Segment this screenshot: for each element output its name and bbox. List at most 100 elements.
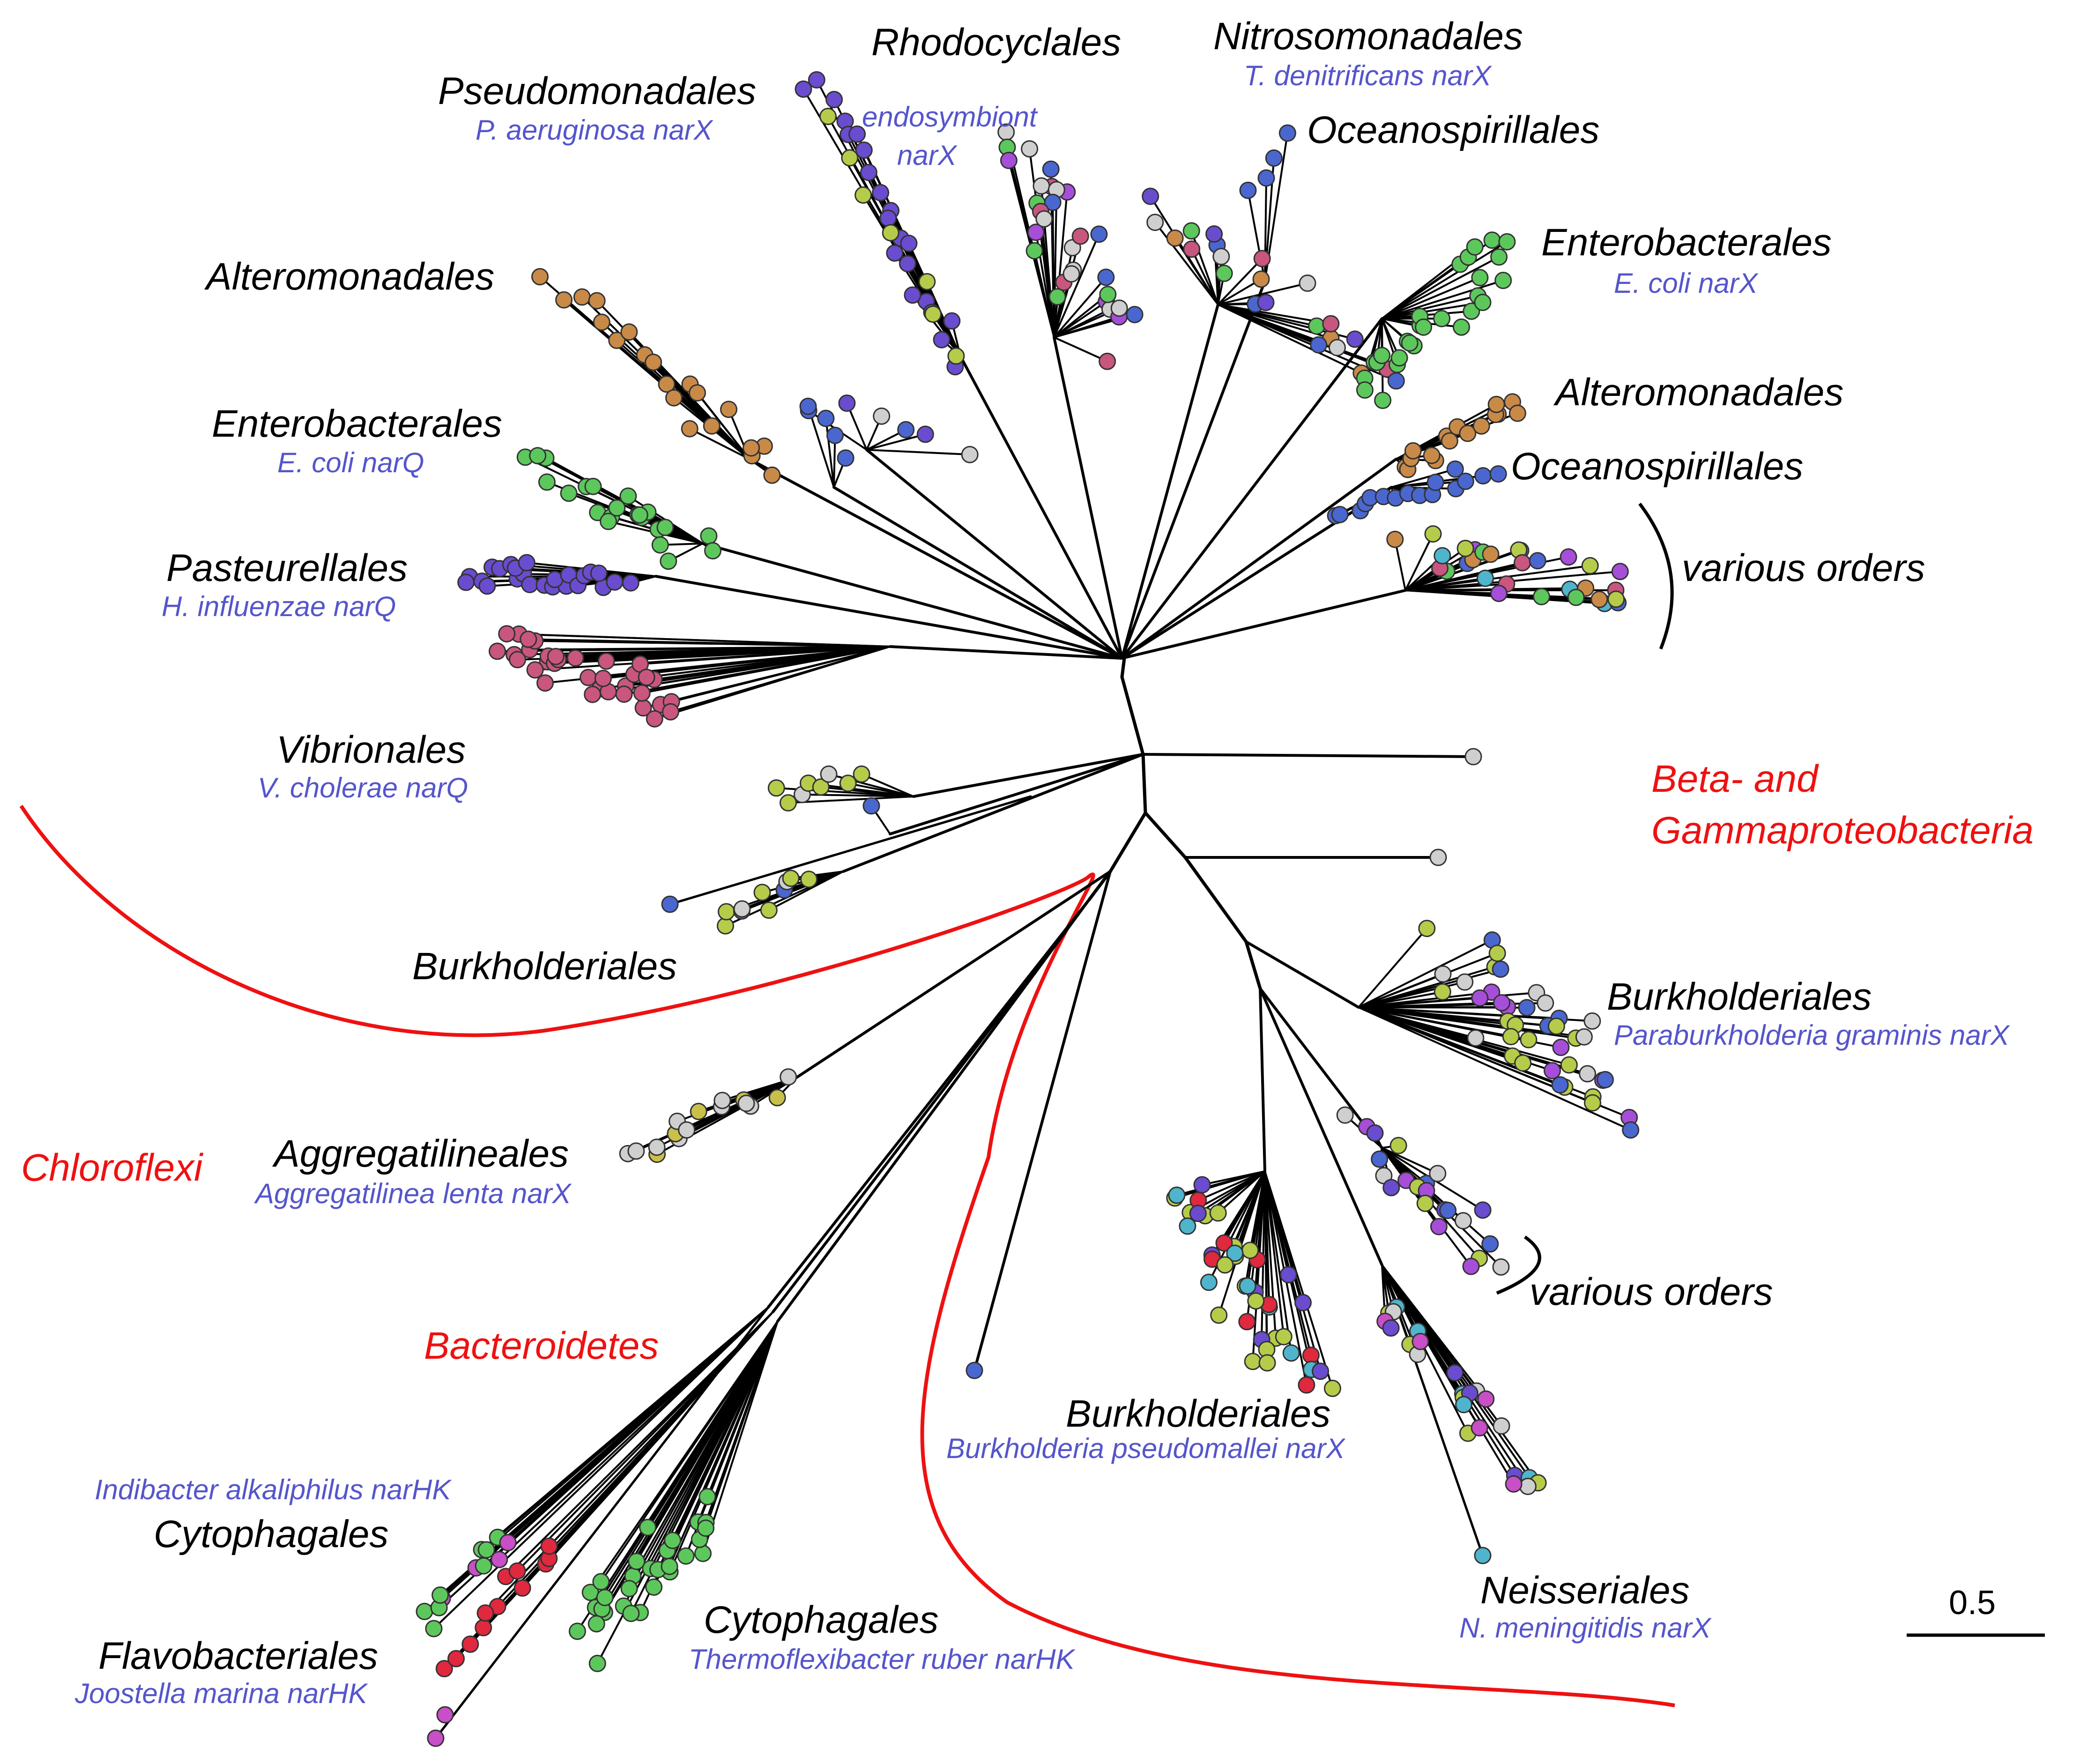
tip-dot bbox=[861, 164, 877, 180]
tip-dot bbox=[818, 410, 834, 426]
tip-dot bbox=[646, 711, 662, 727]
tip-dot bbox=[863, 798, 879, 814]
tip-dot bbox=[1552, 1077, 1568, 1093]
tip-dot bbox=[842, 150, 858, 166]
leaf-branch bbox=[1248, 190, 1265, 281]
phylum-bacteroidetes: Bacteroidetes bbox=[424, 1325, 659, 1367]
tip-dot bbox=[719, 904, 735, 920]
tip-dot bbox=[1472, 990, 1488, 1006]
tip-dot bbox=[1582, 558, 1598, 573]
tip-dot bbox=[1387, 531, 1403, 547]
gene-n-meningitidis-narx: N. meningitidis narX bbox=[1459, 1612, 1712, 1644]
tip-dot bbox=[1441, 433, 1457, 449]
tip-dot bbox=[698, 1520, 714, 1536]
tip-dot bbox=[1194, 1177, 1210, 1193]
tip-dot bbox=[691, 1103, 706, 1119]
tip-dot bbox=[1623, 1122, 1639, 1138]
tip-dot bbox=[1545, 1063, 1560, 1079]
tip-dot bbox=[768, 780, 784, 796]
tip-dot bbox=[652, 537, 668, 553]
tip-dot bbox=[1259, 1355, 1275, 1371]
tip-dot bbox=[721, 402, 737, 417]
tip-dot bbox=[899, 256, 915, 272]
clade-stem bbox=[778, 900, 1089, 1321]
tip-dot bbox=[1254, 251, 1270, 267]
tip-dot bbox=[1612, 564, 1628, 580]
tip-dot bbox=[591, 566, 607, 581]
tip-dot bbox=[1022, 141, 1038, 157]
tip-dot bbox=[714, 1093, 730, 1109]
tip-dot bbox=[901, 235, 917, 251]
tip-dot bbox=[458, 574, 474, 590]
tip-dot bbox=[966, 1362, 982, 1378]
tip-dot bbox=[1494, 995, 1510, 1011]
tip-dot bbox=[925, 306, 941, 322]
tip-dot bbox=[1258, 295, 1274, 311]
label-enterobacterales-narx: Enterobacterales bbox=[1541, 221, 1832, 264]
label-flavobacteriales: Flavobacteriales bbox=[98, 1635, 378, 1677]
tip-dot bbox=[1576, 1029, 1592, 1045]
tip-dot bbox=[838, 450, 854, 466]
tip-dot bbox=[1001, 152, 1017, 168]
tip-dot bbox=[1416, 319, 1432, 335]
tip-dot bbox=[1483, 546, 1499, 562]
leaf-branch bbox=[867, 450, 970, 454]
tip-dot bbox=[962, 447, 978, 462]
label-oceanospirillales-right: Oceanospirillales bbox=[1511, 445, 1803, 488]
tip-dot bbox=[1431, 1219, 1447, 1235]
tip-dot bbox=[594, 314, 609, 330]
tip-dot bbox=[1390, 1138, 1406, 1154]
tip-dot bbox=[883, 225, 899, 241]
tip-dot bbox=[1240, 182, 1256, 198]
tip-dot bbox=[1300, 275, 1315, 291]
tip-dot bbox=[1478, 1391, 1494, 1407]
tip-dot bbox=[646, 354, 661, 370]
tip-dot bbox=[780, 1069, 796, 1085]
tip-dot bbox=[1488, 396, 1504, 412]
tip-dot bbox=[1434, 311, 1450, 327]
tip-dot bbox=[1329, 340, 1345, 356]
tip-dot bbox=[1295, 1295, 1311, 1310]
tip-dot bbox=[1608, 591, 1624, 607]
tip-dot bbox=[589, 1655, 605, 1671]
tip-dot bbox=[1472, 270, 1488, 286]
tip-dot bbox=[657, 520, 673, 536]
tip-dot bbox=[437, 1707, 453, 1723]
label-alteromonadales-left: Alteromonadales bbox=[204, 255, 494, 298]
tip-dot bbox=[1519, 1000, 1535, 1016]
tip-dot bbox=[479, 578, 495, 594]
tip-dot bbox=[855, 187, 871, 203]
tip-dot bbox=[734, 901, 750, 917]
tip-dot bbox=[704, 418, 720, 434]
tip-dot bbox=[764, 467, 780, 483]
tip-dot bbox=[1493, 961, 1508, 977]
tip-dot bbox=[1206, 226, 1222, 242]
tip-dot bbox=[695, 1546, 711, 1562]
tip-dot bbox=[1063, 266, 1079, 282]
tip-dot bbox=[567, 650, 583, 666]
tip-dot bbox=[1435, 966, 1451, 982]
tip-dot bbox=[1493, 1418, 1509, 1434]
tip-dot bbox=[1100, 287, 1116, 303]
tip-dot bbox=[1471, 1420, 1487, 1436]
tip-dot bbox=[1591, 591, 1607, 607]
leaf-branch bbox=[867, 434, 925, 450]
tip-dot bbox=[1147, 215, 1163, 231]
tip-dot bbox=[574, 289, 590, 305]
tip-dot bbox=[1332, 506, 1348, 522]
tip-dot bbox=[820, 109, 836, 125]
clade-stem bbox=[1122, 281, 1265, 658]
tip-dot bbox=[541, 1538, 557, 1554]
tip-dot bbox=[1499, 234, 1515, 250]
tip-dot bbox=[839, 395, 855, 411]
tip-dot bbox=[462, 1636, 478, 1652]
tip-dot bbox=[934, 332, 950, 348]
tip-dot bbox=[561, 485, 577, 501]
tip-dot bbox=[1367, 1125, 1383, 1141]
tip-dot bbox=[416, 1603, 432, 1619]
tip-dot bbox=[1036, 211, 1052, 227]
tip-dot bbox=[556, 292, 572, 308]
label-rhodocyclales: Rhodocyclales bbox=[871, 21, 1121, 64]
tip-dot bbox=[1561, 1057, 1577, 1073]
